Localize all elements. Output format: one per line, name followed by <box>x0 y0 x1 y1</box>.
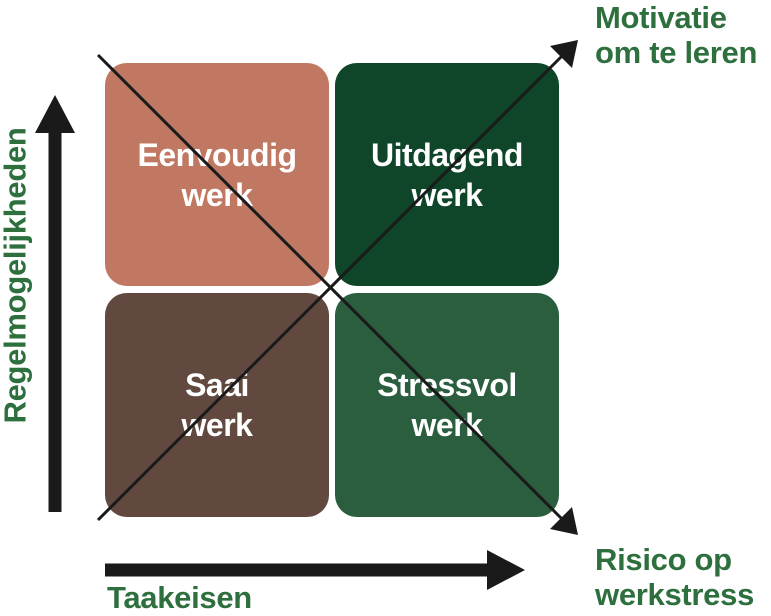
diagonal-risk-line <box>96 53 565 522</box>
quadrant-label-line1: Saai <box>185 367 249 403</box>
quadrant-label-line2: werk <box>181 176 253 213</box>
x-axis-arrowhead-icon <box>487 550 525 590</box>
quadrant-uitdagend-werk: Uitdagend werk <box>335 63 559 286</box>
risk-label-line2: werkstress <box>595 577 755 612</box>
motivation-label-line1: Motivatie <box>595 0 727 35</box>
motivation-arrowhead-icon <box>550 40 578 68</box>
motivation-label-line2: om te leren <box>595 35 758 70</box>
quadrant-label-line1: Eenvoudig <box>137 136 297 173</box>
risk-label-line1: Risico op <box>595 542 732 577</box>
x-axis-label: Taakeisen <box>107 580 252 615</box>
quadrant-label-line1: Uitdagend <box>371 136 523 173</box>
y-axis-label: Regelmogelijkheden <box>0 127 33 424</box>
motivation-label: Motivatie om te leren <box>595 0 757 70</box>
y-axis-arrowhead-icon <box>35 95 75 133</box>
risk-label: Risico op werkstress <box>595 542 754 612</box>
risk-arrowhead-icon <box>550 507 578 535</box>
quadrant-label-line2: werk <box>411 407 483 443</box>
quadrant-label-line1: Stressvol <box>377 367 517 403</box>
